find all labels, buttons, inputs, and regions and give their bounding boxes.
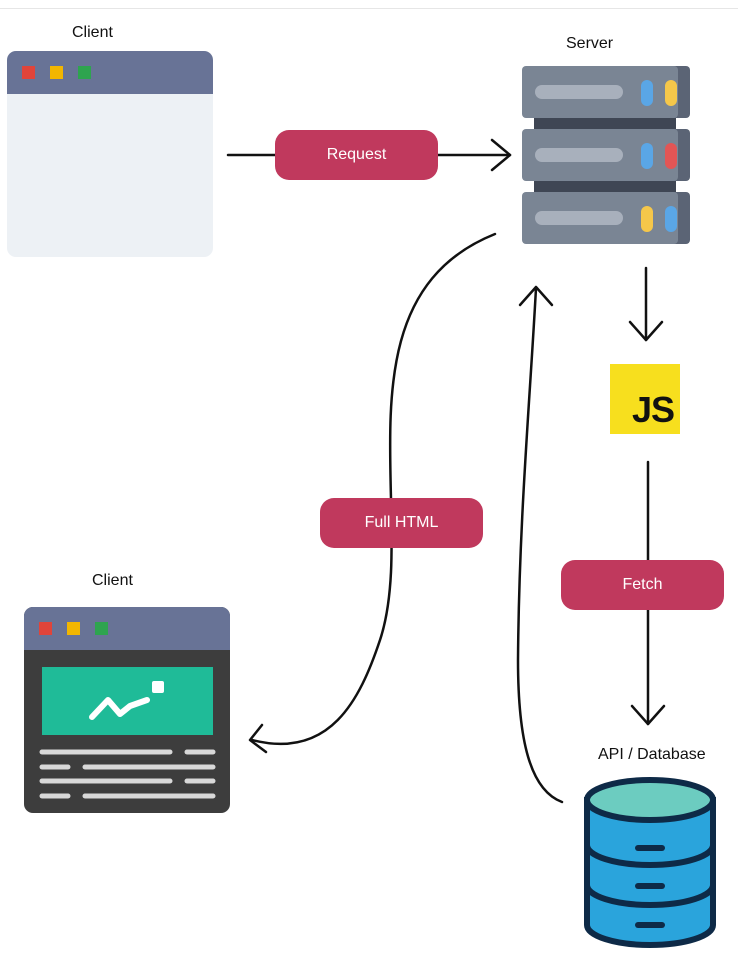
javascript-logo: JS [610,364,680,434]
client-bottom-label: Client [92,572,133,589]
full-html-arrow [248,232,497,754]
request-pill: Request [275,130,438,180]
fetch-pill: Fetch [561,560,724,610]
browser-window-icon [7,51,213,257]
full-html-pill: Full HTML [320,498,483,548]
top-divider [0,8,738,9]
server-to-js-arrow [628,266,664,342]
js-logo-text: JS [631,389,675,430]
server-label: Server [566,35,614,52]
client-top-label: Client [72,24,113,41]
api-database-label: API / Database [598,746,706,763]
response-arrow [516,285,564,804]
page-content [39,667,216,799]
database-icon [584,777,716,948]
server-rack-icon [522,66,690,244]
